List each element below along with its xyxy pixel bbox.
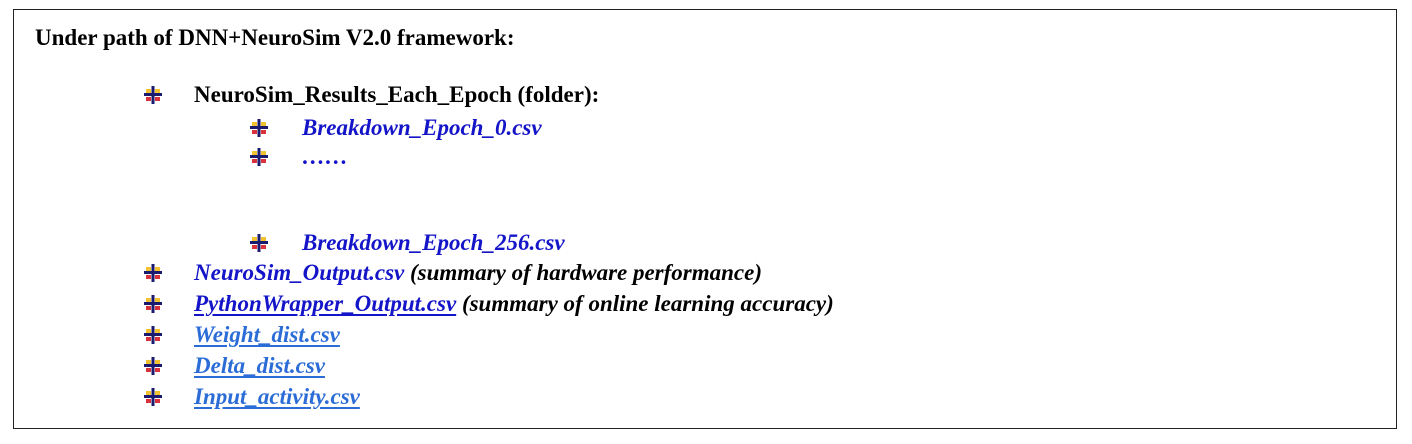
file-name: NeuroSim_Output.csv [194, 260, 405, 285]
arrow-bullet-icon [250, 119, 268, 137]
folder-child-label: Breakdown_Epoch_256.csv [302, 230, 565, 255]
arrow-bullet-icon [144, 295, 162, 313]
arrow-bullet-icon [250, 234, 268, 252]
file-note: (summary of online learning accuracy) [456, 291, 834, 316]
file-note: (summary of hardware performance) [404, 260, 763, 285]
arrow-bullet-icon [144, 357, 162, 375]
framework-heading: Under path of DNN+NeuroSim V2.0 framewor… [35, 25, 515, 50]
file-link[interactable]: Delta_dist.csv [194, 353, 325, 378]
file-link[interactable]: Weight_dist.csv [194, 322, 340, 347]
folder-child-ellipsis: …… [302, 144, 348, 169]
framework-box [13, 9, 1397, 429]
arrow-bullet-icon [250, 148, 268, 166]
arrow-bullet-icon [144, 86, 162, 104]
arrow-bullet-icon [144, 264, 162, 282]
arrow-bullet-icon [144, 326, 162, 344]
arrow-bullet-icon [144, 388, 162, 406]
folder-label: NeuroSim_Results_Each_Epoch (folder): [194, 82, 600, 107]
file-link[interactable]: PythonWrapper_Output.csv [194, 291, 457, 316]
file-link[interactable]: Input_activity.csv [194, 384, 360, 409]
folder-child-label: Breakdown_Epoch_0.csv [302, 115, 542, 140]
